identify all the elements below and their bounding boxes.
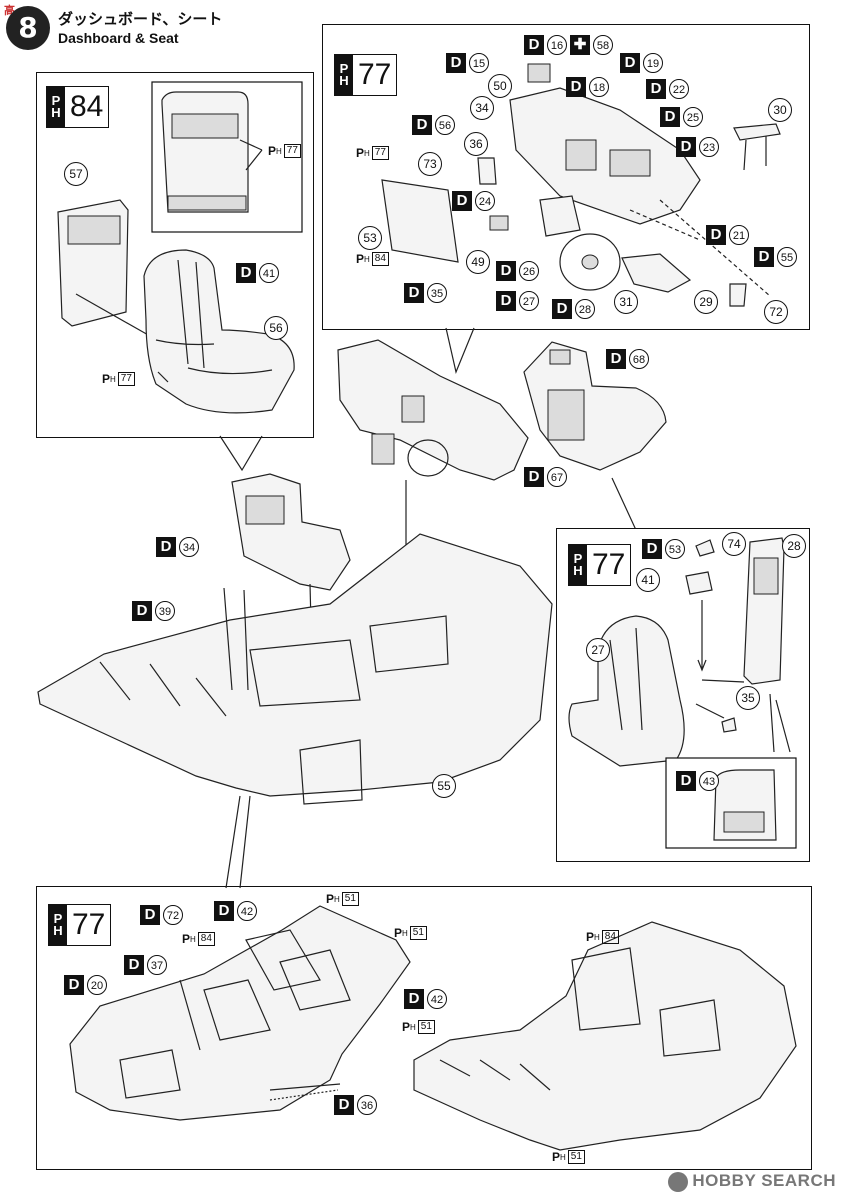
part-28: 28	[782, 534, 806, 558]
step-number-badge: 8	[6, 6, 50, 50]
part-41: 41	[636, 568, 660, 592]
step-title-jp: ダッシュボード、シート	[58, 10, 223, 28]
part-55: 55	[432, 774, 456, 798]
part-57: 57	[64, 162, 88, 186]
part-31: 31	[614, 290, 638, 314]
part-34-dash: 34	[470, 96, 494, 120]
part-72-dash: 72	[764, 300, 788, 324]
watermark-logo-icon	[668, 1172, 689, 1192]
hobby-search-watermark: HOBBY SEARCH	[668, 1171, 836, 1192]
step-title-en: Dashboard & Seat	[58, 30, 179, 46]
part-50: 50	[488, 74, 512, 98]
part-49: 49	[466, 250, 490, 274]
part-73: 73	[418, 152, 442, 176]
plus-58: ✚58	[570, 34, 613, 56]
part-27: 27	[586, 638, 610, 662]
part-74: 74	[722, 532, 746, 556]
part-29: 29	[694, 290, 718, 314]
part-30: 30	[768, 98, 792, 122]
part-36: 36	[464, 132, 488, 156]
part-53-dash: 53	[358, 226, 382, 250]
part-56: 56	[264, 316, 288, 340]
site-logo: 高	[4, 4, 15, 17]
part-35: 35	[736, 686, 760, 710]
